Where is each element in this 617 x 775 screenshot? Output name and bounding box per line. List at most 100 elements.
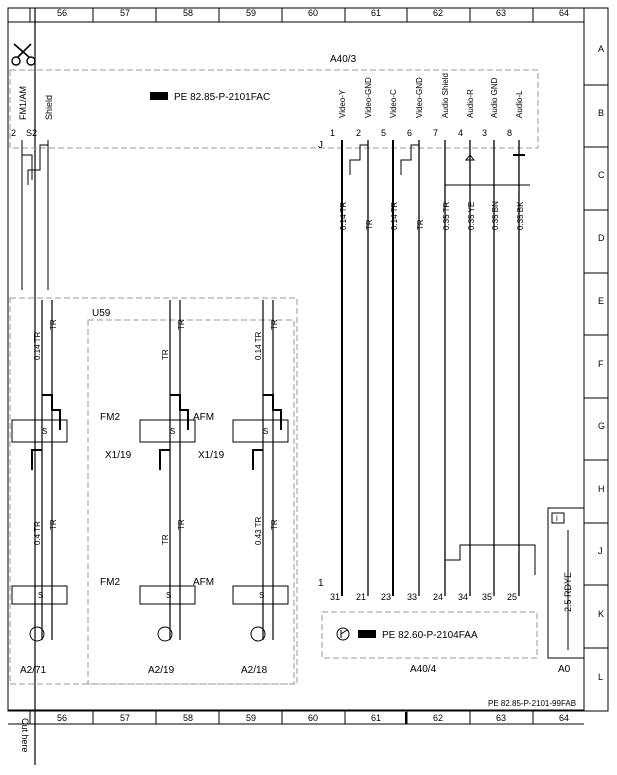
wire-label: 0.14 TR [390, 201, 399, 230]
wire-label: TR [416, 219, 425, 230]
tuner-x-label: X1/19 [198, 450, 225, 461]
tuner-wire-bottom: 0.4 TR [33, 521, 42, 545]
tuner-s-label: S [42, 427, 47, 436]
row-label: J [598, 546, 603, 556]
a40-4-pin-number: 33 [407, 592, 417, 602]
column-label: 64 [559, 8, 569, 18]
a40-4-pin-number: 34 [458, 592, 468, 602]
a40-3-pins: Video-Y1Video-GND2Video-C5Video-GND6Audi… [330, 73, 524, 138]
j-label: J [318, 140, 323, 151]
reference-icon [150, 92, 168, 100]
a40-3-pin-label: Audio-R [466, 89, 475, 118]
a40-4-pin-number: 23 [381, 592, 391, 602]
a40-4-pin-number: 35 [482, 592, 492, 602]
tuner-component-label: A2/19 [148, 665, 175, 676]
row-label: K [598, 609, 604, 619]
page-ref: PE 82.85-P-2101-99FAB [488, 699, 576, 708]
a40-3-pin-label: Video-GND [364, 77, 373, 118]
a40-3-pin-label: Video-Y [338, 89, 347, 118]
row-label: G [598, 421, 605, 431]
tuner-wire-top2: TR [177, 319, 186, 330]
a40-4-pin1: 1 [318, 578, 324, 589]
stub-pin-s2: S2 [26, 128, 37, 138]
column-label: 61 [371, 713, 381, 723]
a40-3-pin-label: Audio-L [515, 90, 524, 118]
reference-icon [358, 630, 376, 638]
u59-label: U59 [92, 308, 111, 319]
tuner-s-label: S [263, 427, 268, 436]
tuner-region-box [9, 297, 298, 685]
wire-label: 0.35 YE [467, 202, 476, 230]
column-label: 58 [183, 713, 193, 723]
tuner-module: 0.14 TR TR 0.4 TR TR S S A2/71 [11, 300, 68, 676]
wire-label: 0.35 TR [442, 201, 451, 230]
tuner-component-label: A2/18 [241, 665, 268, 676]
tuner-wire-bottom2: TR [177, 519, 186, 530]
a40-3-ref: PE 82.85-P-2101FAC [174, 92, 270, 103]
a0-wire-label: 2.5 RDYE [563, 572, 573, 612]
tuner-component-label: A2/71 [20, 665, 47, 676]
row-label: L [598, 672, 603, 682]
a40-3-pin-number: 3 [482, 128, 487, 138]
tuner-wire-top2: TR [49, 319, 58, 330]
a40-3-pin-number: 5 [381, 128, 386, 138]
a40-4-box [321, 611, 538, 659]
column-label: 61 [371, 8, 381, 18]
tuner-s-label: S [170, 427, 175, 436]
column-label: 58 [183, 8, 193, 18]
wire-label: 0.35 BK [516, 201, 525, 230]
column-label: 57 [120, 8, 130, 18]
a40-4-pin-number: 31 [330, 592, 340, 602]
tuner-x-label: X1/19 [105, 450, 132, 461]
wire-label: 0.14 TR [339, 201, 348, 230]
a40-3-pin-number: 8 [507, 128, 512, 138]
row-label: B [598, 108, 604, 118]
tuner-wire-top: 0.14 TR [33, 331, 42, 360]
sheet-frame [7, 7, 609, 712]
a40-3-pin-label: Audio Shield [441, 73, 450, 118]
a40-3-pin-label: Video-C [389, 89, 398, 118]
a40-3-box [9, 69, 539, 149]
column-label: 63 [496, 8, 506, 18]
info-icon [551, 512, 565, 524]
tuner-fm-label: AFM [193, 412, 214, 423]
tuner-fm-bottom-label: AFM [193, 577, 214, 588]
a40-4-label: A40/4 [410, 664, 437, 675]
tuner-wire-top: 0.14 TR [254, 331, 263, 360]
column-label: 56 [57, 8, 67, 18]
a40-3-pin-number: 7 [433, 128, 438, 138]
cut-here-label: Cut here [20, 718, 30, 753]
a40-4-ref: PE 82.60-P-2104FAA [382, 630, 478, 641]
a40-3-pin-number: 6 [407, 128, 412, 138]
row-label: A [598, 44, 604, 54]
row-label: E [598, 296, 604, 306]
stub-pin-2: 2 [11, 128, 16, 138]
column-label: 64 [559, 713, 569, 723]
tuner-wire-bottom: TR [161, 534, 170, 545]
column-label: 56 [57, 713, 67, 723]
tuner-s-label: S [259, 591, 264, 600]
column-label: 59 [246, 713, 256, 723]
column-label: 60 [308, 8, 318, 18]
column-label: 60 [308, 713, 318, 723]
tuner-wire-bottom: 0.43 TR [254, 516, 263, 545]
shield-label: Shield [44, 95, 54, 120]
tuner-s-label: S [38, 591, 43, 600]
a40-3-pin-number: 2 [356, 128, 361, 138]
tuner-fm-bottom-label: FM2 [100, 577, 120, 588]
a40-3-pin-number: 1 [330, 128, 335, 138]
u59-box [87, 319, 295, 685]
tuner-wire-bottom2: TR [49, 519, 58, 530]
column-label: 62 [433, 8, 443, 18]
a0-label: A0 [558, 664, 571, 675]
wire-label: 0.35 BN [491, 201, 500, 230]
svg-text:i: i [556, 514, 558, 523]
scissors-icon [11, 43, 36, 66]
a40-4-pin-number: 24 [433, 592, 443, 602]
